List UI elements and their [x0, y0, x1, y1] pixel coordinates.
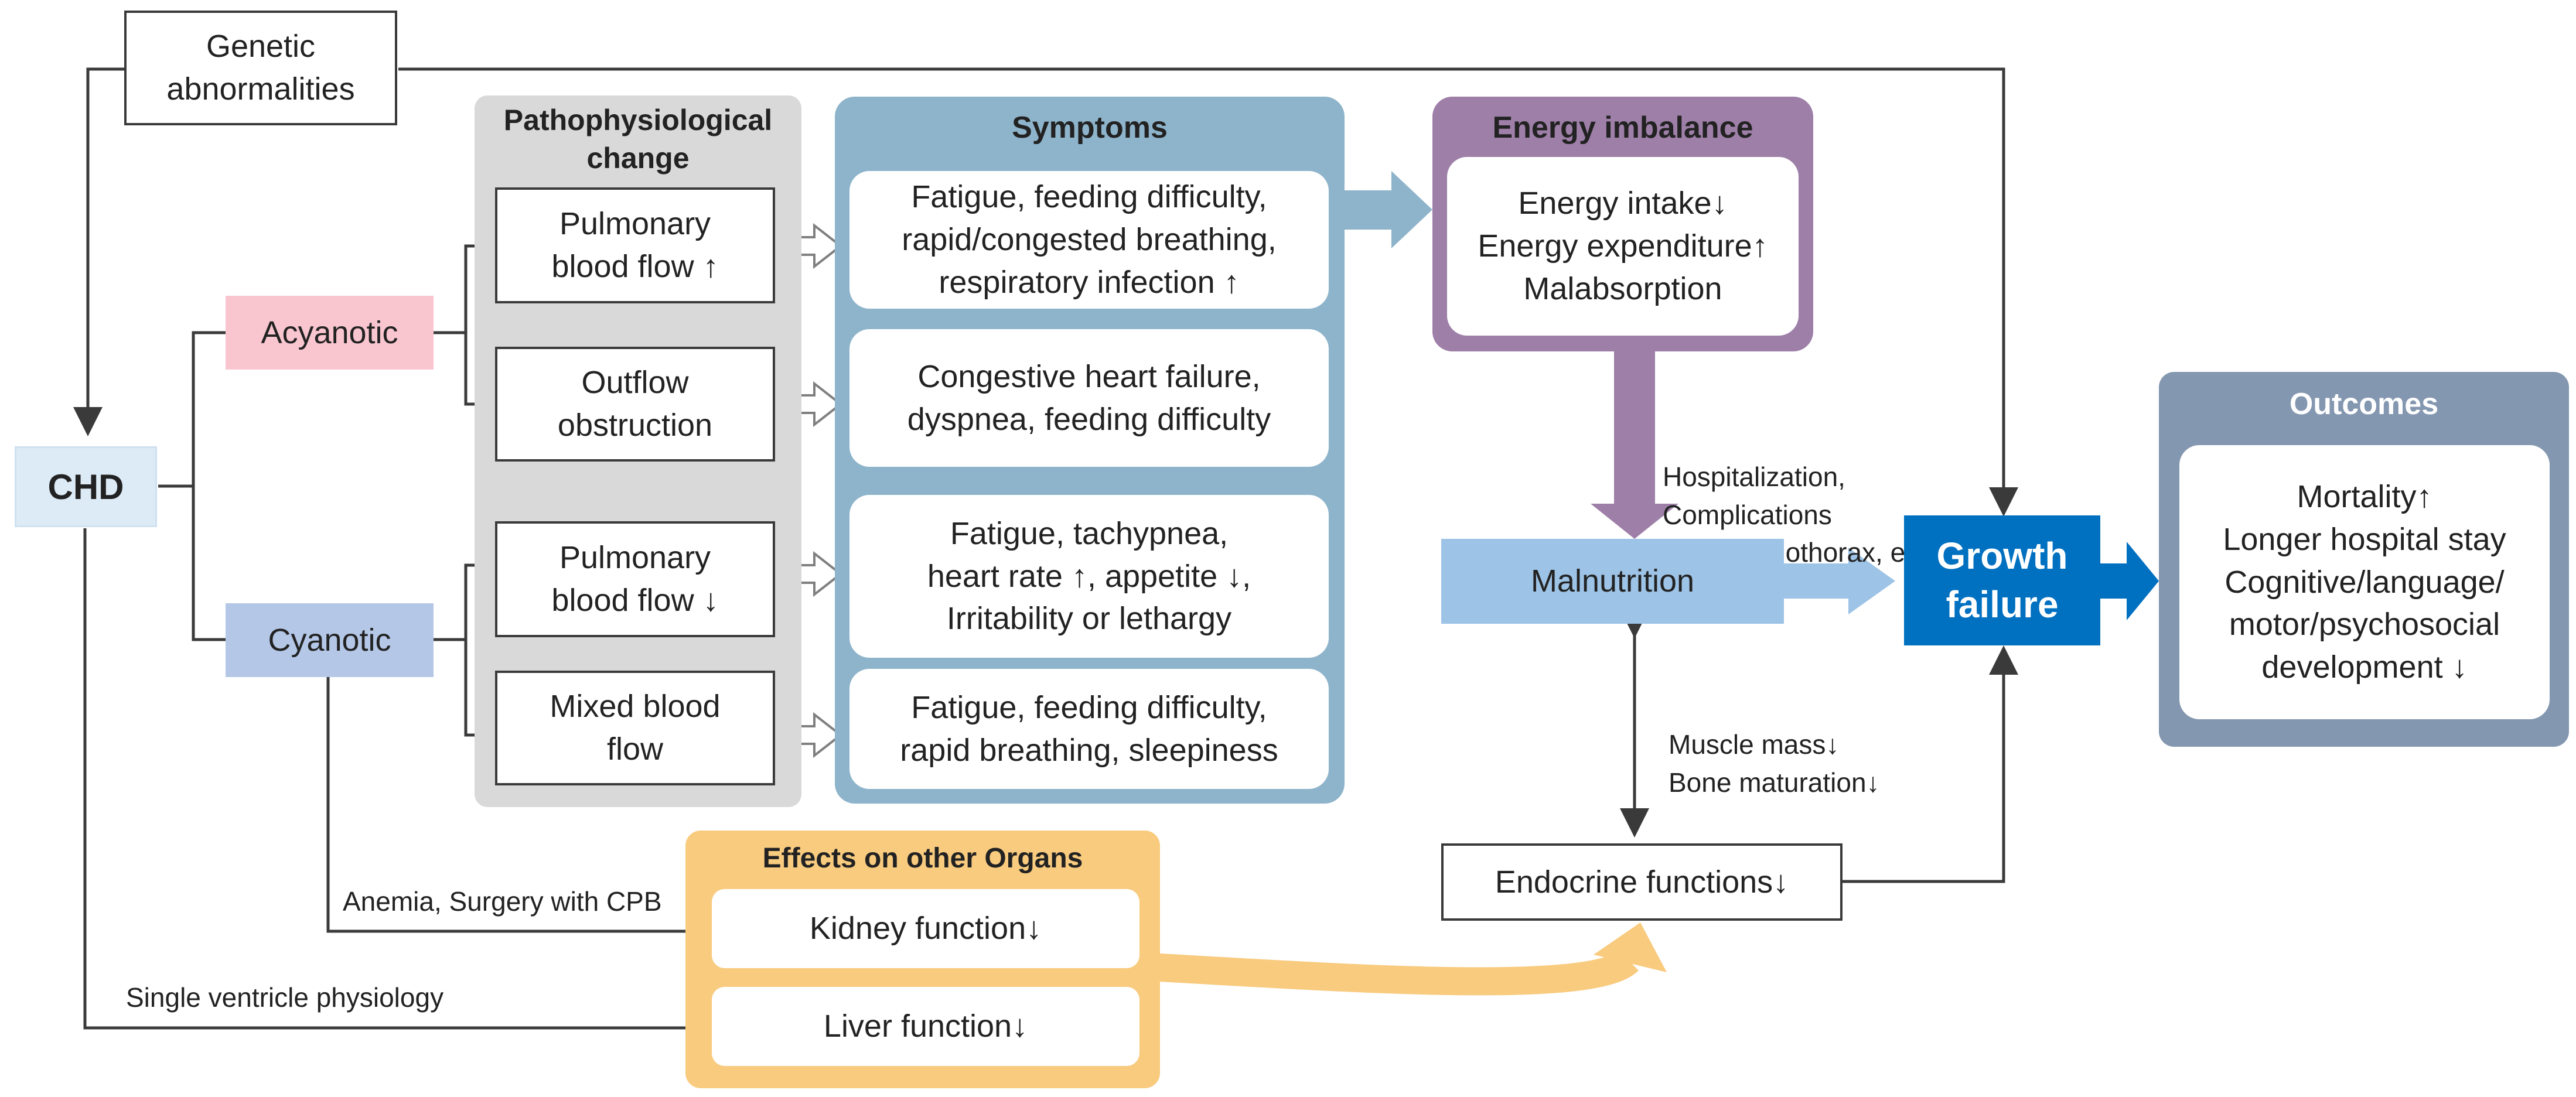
cyanotic-label: Cyanotic	[268, 622, 391, 658]
patho-pulmonary-flow-up-box: Pulmonary blood flow ↑	[495, 187, 775, 303]
chd-to-liver-connector	[83, 528, 715, 1043]
symptom-box-4: Fatigue, feeding difficulty, rapid breat…	[849, 669, 1329, 789]
organs-to-endocrine-arrowhead	[1594, 922, 1667, 972]
organs-title: Effects on other Organs	[762, 843, 1083, 874]
genetic-abnormalities-box: Genetic abnormalities	[124, 11, 397, 125]
endocrine-to-growth-connector	[1843, 645, 2018, 883]
malnutrition-box: Malnutrition	[1441, 539, 1784, 624]
energy-to-malnutrition-arrow	[1591, 348, 1678, 539]
cyanotic-box: Cyanotic	[226, 603, 434, 677]
cyanotic-to-kidney-connector	[326, 672, 715, 946]
outcomes-body: Mortality↑ Longer hospital stay Cognitiv…	[2179, 445, 2550, 719]
chd-label: CHD	[47, 467, 124, 507]
growth-to-outcomes-arrow	[2100, 542, 2159, 620]
patho-mixed-blood-flow-box: Mixed blood flow	[495, 671, 775, 785]
outcomes-title: Outcomes	[2289, 387, 2439, 421]
energy-imbalance-title: Energy imbalance	[1492, 110, 1753, 145]
organs-to-endocrine-arrow	[1138, 949, 1639, 996]
symptom-box-3: Fatigue, tachypnea, heart rate ↑, appeti…	[849, 495, 1329, 658]
energy-imbalance-body: Energy intake↓ Energy expenditure↑ Malab…	[1447, 157, 1799, 336]
liver-function-box: Liver function↓	[712, 987, 1139, 1066]
symptom-box-2: Congestive heart failure, dyspnea, feedi…	[849, 329, 1329, 467]
single-ventricle-label: Single ventricle physiology	[126, 982, 444, 1013]
endocrine-functions-box: Endocrine functions↓	[1441, 843, 1843, 921]
symptoms-title: Symptoms	[1012, 110, 1168, 145]
anemia-surgery-label: Anemia, Surgery with CPB	[343, 886, 662, 917]
kidney-function-box: Kidney function↓	[712, 889, 1139, 968]
malnutrition-to-growth-arrow	[1784, 548, 1895, 614]
symptoms-to-energy-arrow	[1342, 171, 1432, 248]
patho-pulmonary-flow-down-box: Pulmonary blood flow ↓	[495, 521, 775, 637]
symptom-box-1: Fatigue, feeding difficulty, rapid/conge…	[849, 171, 1329, 309]
muscle-bone-label: Muscle mass↓ Bone maturation↓	[1669, 729, 1880, 798]
acyanotic-box: Acyanotic	[226, 296, 434, 370]
chd-branch-connector	[158, 331, 226, 641]
growth-failure-box: Growth failure	[1904, 515, 2100, 645]
genetic-to-chd-connector	[73, 67, 124, 436]
genetic-to-growth-connector	[398, 67, 2018, 517]
acyanotic-label: Acyanotic	[261, 315, 398, 350]
pathophysiological-title: Pathophysiological change	[503, 104, 773, 175]
chd-box: CHD	[15, 446, 157, 527]
patho-outflow-obstruction-box: Outflow obstruction	[495, 347, 775, 462]
genetic-abnormalities-label: Genetic abnormalities	[166, 29, 355, 107]
